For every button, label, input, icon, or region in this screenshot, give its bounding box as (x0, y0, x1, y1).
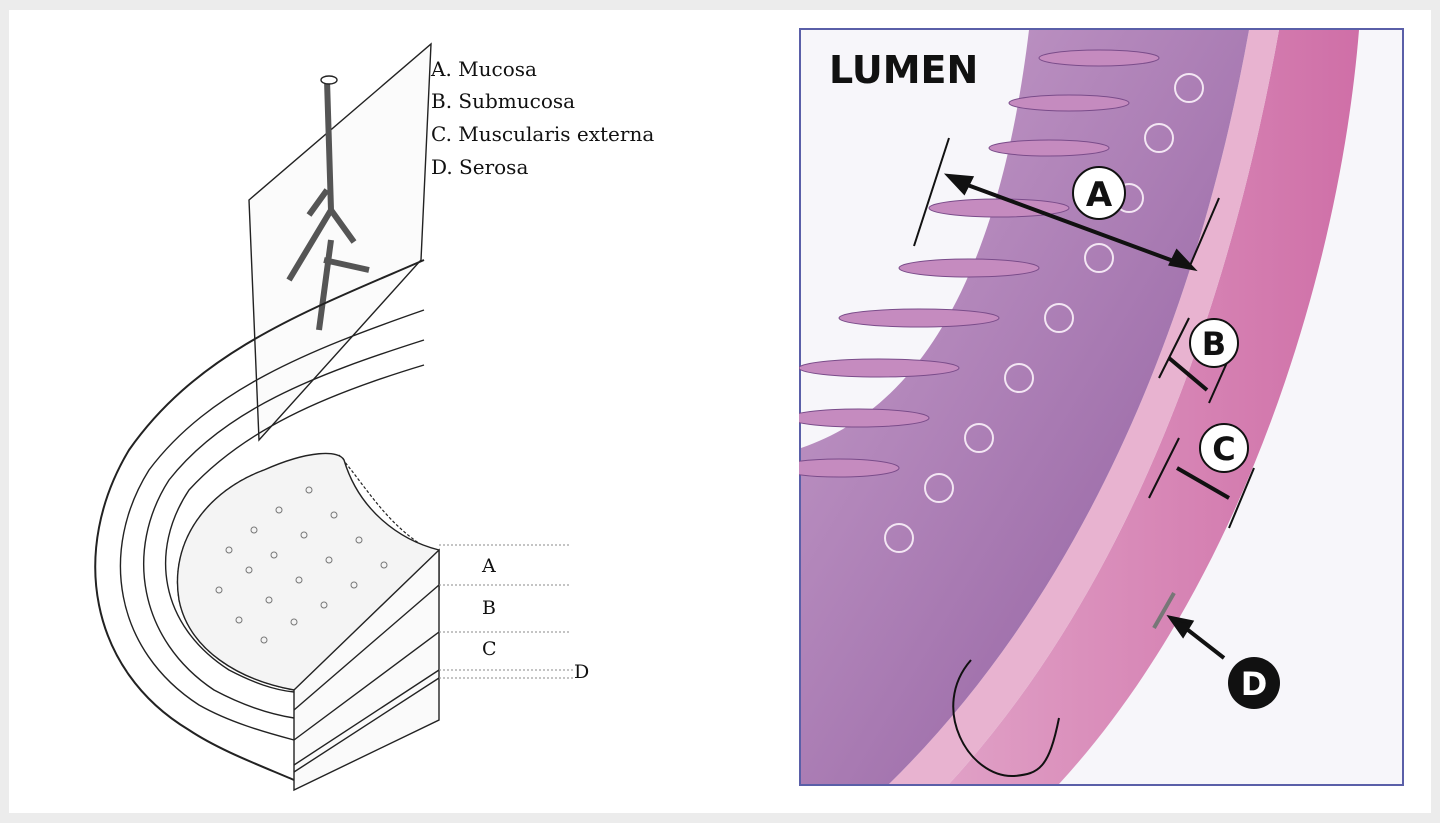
mucosa-band (801, 30, 1249, 784)
arrows (943, 173, 1230, 660)
layer-line-2 (143, 339, 425, 719)
svg-text:A: A (1086, 175, 1113, 215)
villi-edge (338, 454, 440, 556)
diagram-svg: A. Mucosa B. Submucosa C. Muscularis ext… (94, 42, 654, 792)
marker-d: D (1228, 657, 1280, 709)
intestine-wall-diagram: A. Mucosa B. Submucosa C. Muscularis ext… (9, 10, 709, 813)
legend-item-mucosa: A. Mucosa (430, 57, 537, 81)
layer-label-c: C (482, 638, 497, 660)
lumen-dots (215, 486, 388, 644)
cut-plane (248, 42, 432, 442)
lumen-label: LUMEN (829, 48, 978, 92)
front-block (293, 548, 440, 792)
figure-frame: A. Mucosa B. Submucosa C. Muscularis ext… (9, 10, 1431, 813)
vessel-end (320, 75, 338, 85)
svg-text:D: D (1241, 665, 1268, 703)
submucosa-band (889, 30, 1279, 784)
svg-text:C: C (1212, 430, 1235, 468)
outer-wall (94, 259, 425, 781)
marker-c: C (1199, 423, 1249, 473)
block-line-a (293, 584, 440, 711)
legend-item-submucosa: B. Submucosa (431, 89, 575, 113)
layer-line-1 (119, 309, 425, 741)
micrograph-svg: LUMEN (799, 28, 1404, 786)
legend-item-muscularis: C. Muscularis externa (431, 122, 654, 146)
layer-label-a: A (481, 555, 496, 577)
block-line-c (293, 669, 440, 766)
legend-item-serosa: D. Serosa (431, 155, 528, 179)
villi (799, 49, 1160, 478)
layer-line-3 (164, 364, 425, 693)
block-line-b (293, 631, 440, 741)
marker-b: B (1189, 318, 1239, 368)
layer-label-d: D (574, 661, 589, 683)
layer-label-b: B (482, 597, 496, 619)
label-guides (439, 544, 574, 679)
measure-lines (913, 137, 1255, 778)
blood-vessel (286, 79, 370, 331)
crypts (884, 73, 1204, 553)
muscularis-band (949, 30, 1359, 784)
svg-text:B: B (1202, 325, 1226, 363)
block-line-d (293, 677, 440, 773)
histology-micrograph: LUMEN (799, 28, 1404, 786)
marker-a: A (1072, 166, 1126, 220)
